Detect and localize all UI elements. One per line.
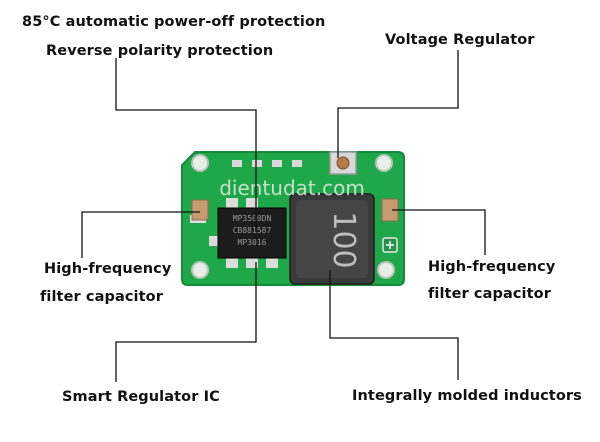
inductor: 100	[289, 193, 375, 285]
pad-top-right	[375, 154, 393, 172]
capacitor-left	[191, 199, 209, 221]
smd-pad	[209, 236, 219, 246]
leader-smart-ic	[115, 262, 257, 382]
pad-bottom-right	[377, 261, 395, 279]
label-smart-regulator-ic: Smart Regulator IC	[62, 389, 220, 405]
label-hf-capacitor-right-line2: filter capacitor	[428, 286, 551, 302]
label-hf-capacitor-left-line1: High-frequency	[44, 261, 172, 277]
leader-vreg	[337, 50, 459, 158]
watermark: dientudat.com	[219, 176, 365, 200]
pad-bottom-left	[191, 261, 209, 279]
pad-top-left	[191, 154, 209, 172]
label-hf-capacitor-right-line1: High-frequency	[428, 259, 556, 275]
label-reverse-polarity: Reverse polarity protection	[46, 43, 274, 59]
regulator-ic: MP3500DN CB881587 MP3016	[217, 198, 287, 268]
label-hf-capacitor-left-line2: filter capacitor	[40, 289, 163, 305]
leader-hf-right	[392, 209, 486, 255]
label-molded-inductors: Integrally molded inductors	[352, 388, 582, 404]
potentiometer	[329, 151, 357, 175]
label-voltage-regulator: Voltage Regulator	[385, 32, 535, 48]
ic-marking-line-1: MP3500DN	[233, 214, 272, 223]
leader-lines	[81, 50, 486, 382]
inductor-marking: 100	[326, 211, 361, 268]
ic-marking-line-3: MP3016	[238, 238, 267, 247]
leader-thermal	[115, 58, 257, 228]
leader-inductor	[329, 270, 459, 380]
ic-marking-line-2: CB881587	[233, 226, 272, 235]
leader-hf-left	[81, 211, 200, 258]
label-thermal-protection: 85°C automatic power-off protection	[22, 14, 326, 30]
